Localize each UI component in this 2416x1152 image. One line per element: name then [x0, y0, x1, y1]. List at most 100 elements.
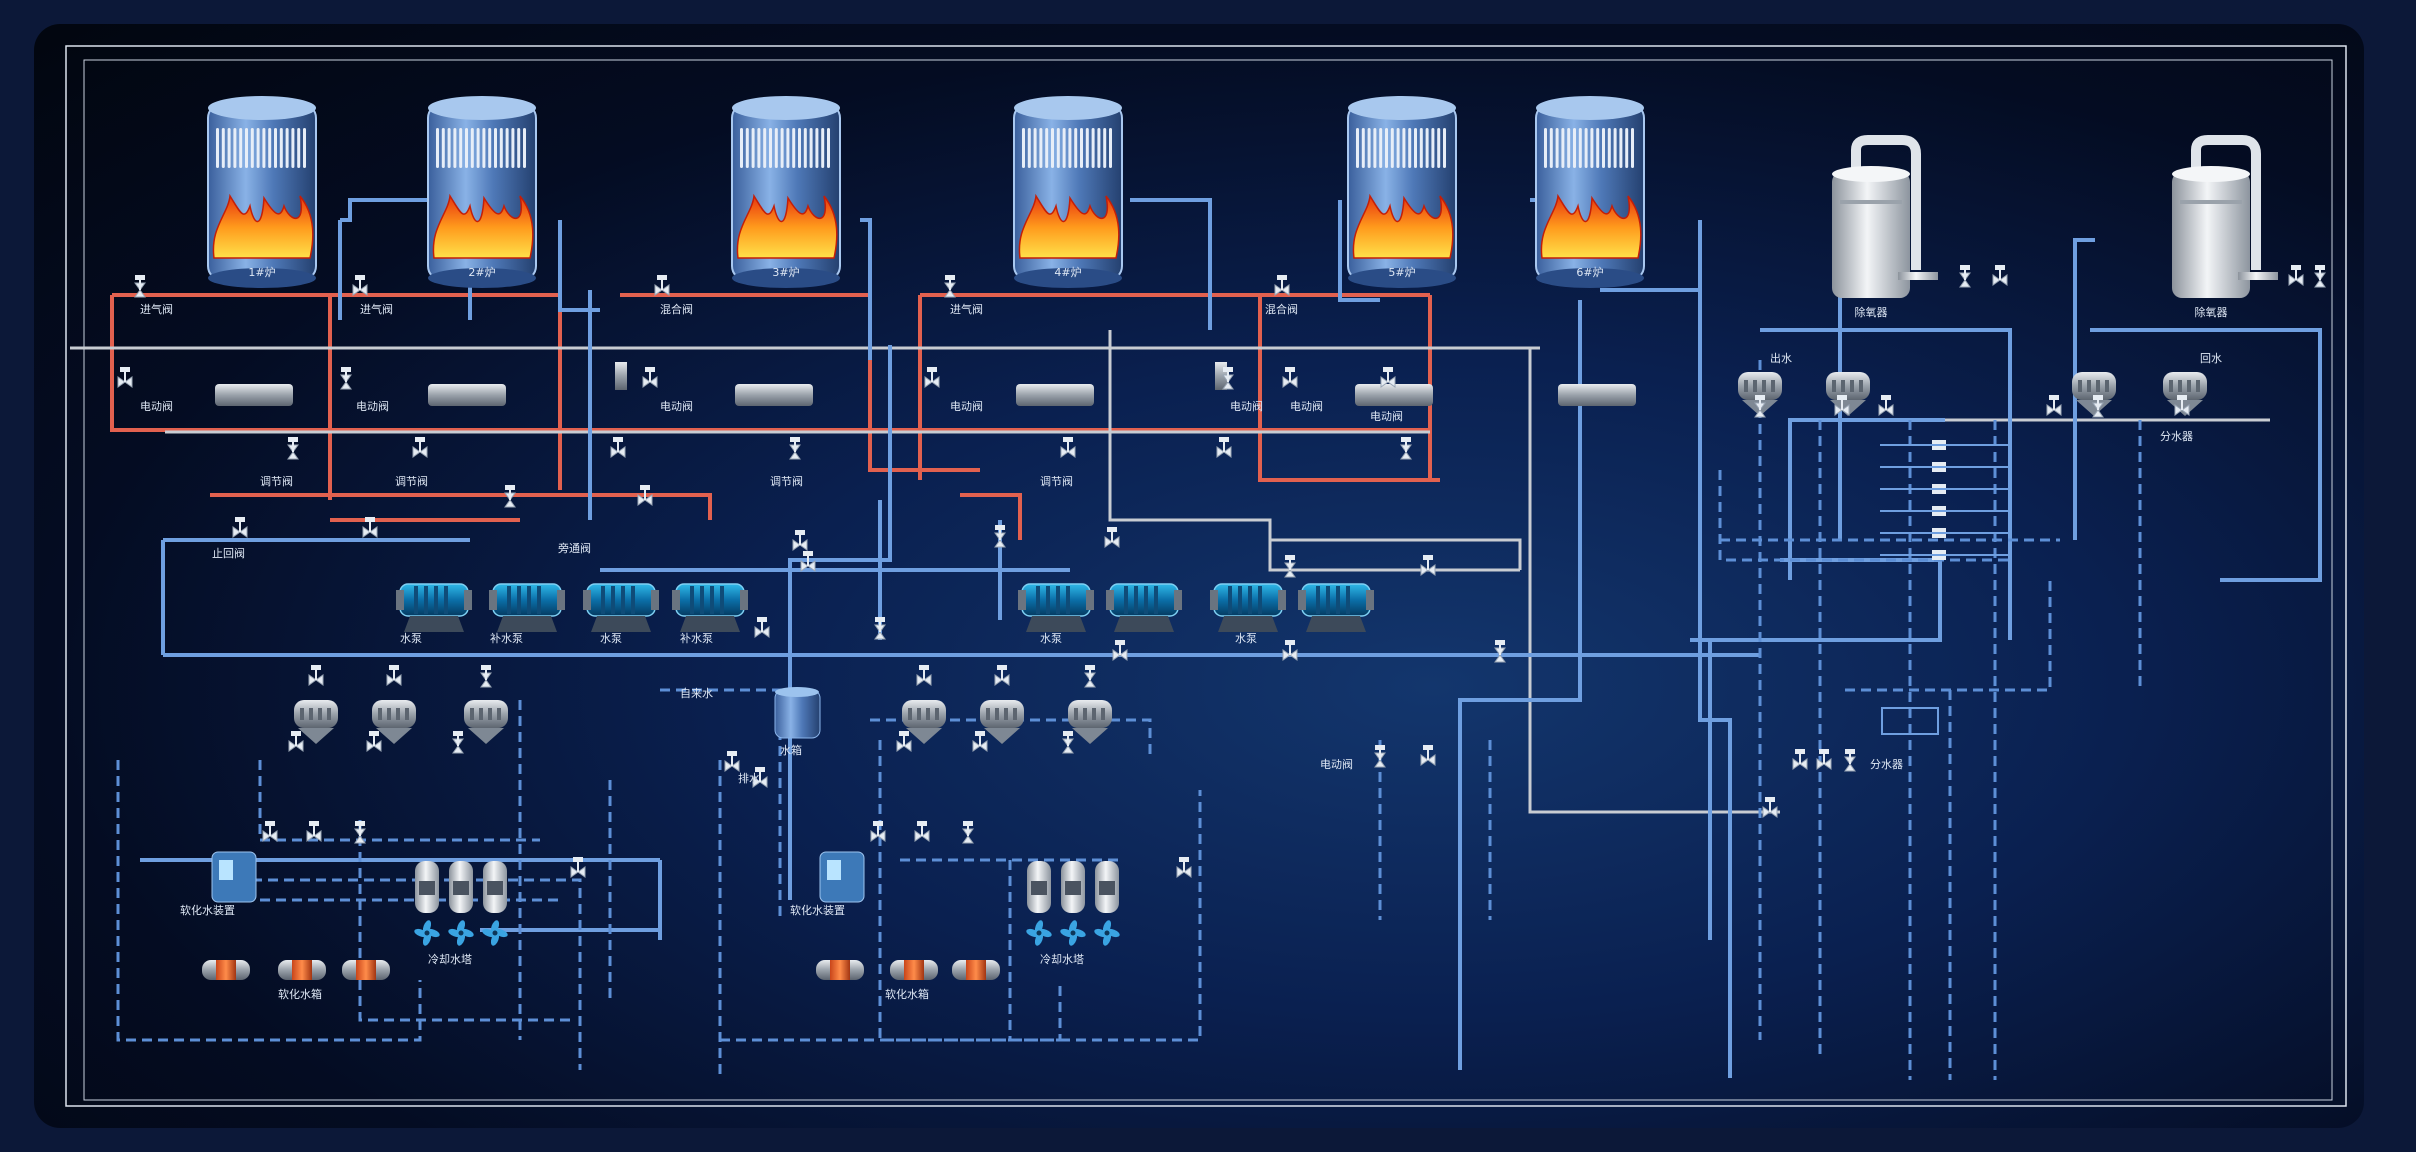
pump[interactable] [489, 583, 565, 632]
header-valve[interactable] [1880, 528, 2010, 538]
cooling-unit[interactable] [447, 861, 475, 947]
valve-icon[interactable] [2046, 395, 2062, 416]
softener-cabinet[interactable] [211, 851, 257, 903]
valve-icon[interactable] [1216, 437, 1232, 458]
pump[interactable] [1298, 583, 1374, 632]
valve-icon[interactable] [262, 821, 278, 842]
pump[interactable] [1106, 583, 1182, 632]
boiler[interactable]: 6#炉 [1535, 96, 1645, 288]
valve-icon[interactable] [232, 517, 248, 538]
valve-icon[interactable] [724, 751, 740, 772]
valve-icon[interactable] [792, 530, 808, 551]
valve-icon[interactable] [308, 665, 324, 686]
filter-tank[interactable] [464, 700, 508, 744]
cooling-unit[interactable] [1093, 861, 1121, 947]
valve-icon[interactable] [1878, 395, 1894, 416]
valve-icon[interactable] [480, 665, 492, 688]
boiler[interactable]: 5#炉 [1347, 96, 1457, 288]
valve-icon[interactable] [504, 485, 516, 508]
valve-icon[interactable] [1282, 367, 1298, 388]
valve-icon[interactable] [1959, 265, 1971, 288]
softened-water-tank[interactable] [952, 960, 1000, 980]
valve-icon[interactable] [870, 821, 886, 842]
softener-cabinet[interactable] [819, 851, 865, 903]
filter-tank[interactable] [902, 700, 946, 744]
pump[interactable] [672, 583, 748, 632]
cooling-unit[interactable] [413, 861, 441, 947]
valve-icon[interactable] [1274, 275, 1290, 296]
filter-tank[interactable] [372, 700, 416, 744]
header-valve[interactable] [1880, 462, 2010, 472]
valve-icon[interactable] [1844, 749, 1856, 772]
header-valve[interactable] [1880, 550, 2010, 560]
valve-icon[interactable] [924, 367, 940, 388]
valve-icon[interactable] [610, 437, 626, 458]
valve-icon[interactable] [1084, 665, 1096, 688]
pump[interactable] [1018, 583, 1094, 632]
header-valve[interactable] [1880, 484, 2010, 494]
boiler[interactable]: 4#炉 [1013, 96, 1123, 288]
softened-water-tank[interactable] [202, 960, 250, 980]
softened-water-tank[interactable] [890, 960, 938, 980]
valve-icon[interactable] [1420, 555, 1436, 576]
deaerator[interactable]: 除氧器 [1832, 135, 1938, 319]
valve-icon[interactable] [1374, 745, 1386, 768]
valve-icon[interactable] [916, 665, 932, 686]
valve-icon[interactable] [800, 551, 816, 572]
valve-icon[interactable] [134, 275, 146, 298]
valve-icon[interactable] [642, 367, 658, 388]
valve-icon[interactable] [1816, 749, 1832, 770]
softened-water-tank[interactable] [342, 960, 390, 980]
valve-icon[interactable] [752, 767, 768, 788]
header-valve[interactable] [1880, 440, 2010, 450]
valve-icon[interactable] [352, 275, 368, 296]
valve-icon[interactable] [637, 485, 653, 506]
filter-tank[interactable] [2072, 372, 2116, 416]
valve-icon[interactable] [288, 731, 304, 752]
valve-icon[interactable] [994, 665, 1010, 686]
valve-icon[interactable] [944, 275, 956, 298]
valve-icon[interactable] [874, 617, 886, 640]
valve-icon[interactable] [354, 821, 366, 844]
boiler[interactable]: 3#炉 [731, 96, 841, 288]
valve-icon[interactable] [754, 617, 770, 638]
valve-icon[interactable] [366, 731, 382, 752]
valve-icon[interactable] [117, 367, 133, 388]
valve-icon[interactable] [2174, 395, 2190, 416]
pump[interactable] [1210, 583, 1286, 632]
valve-icon[interactable] [1282, 640, 1298, 661]
valve-icon[interactable] [1176, 857, 1192, 878]
filter-tank[interactable] [980, 700, 1024, 744]
water-tank[interactable] [774, 687, 821, 739]
valve-icon[interactable] [896, 731, 912, 752]
valve-icon[interactable] [1062, 731, 1074, 754]
cooling-unit[interactable] [481, 861, 509, 947]
cooling-unit[interactable] [1025, 861, 1053, 947]
valve-icon[interactable] [570, 857, 586, 878]
valve-icon[interactable] [1792, 749, 1808, 770]
pump[interactable] [396, 583, 472, 632]
boiler[interactable]: 1#炉 [207, 96, 317, 288]
valve-icon[interactable] [1494, 640, 1506, 663]
deaerator[interactable]: 除氧器 [2172, 135, 2278, 319]
valve-icon[interactable] [386, 665, 402, 686]
valve-icon[interactable] [994, 525, 1006, 548]
valve-icon[interactable] [306, 821, 322, 842]
pump[interactable] [583, 583, 659, 632]
valve-icon[interactable] [1060, 437, 1076, 458]
valve-icon[interactable] [914, 821, 930, 842]
softened-water-tank[interactable] [816, 960, 864, 980]
valve-icon[interactable] [1992, 265, 2008, 286]
filter-tank[interactable] [294, 700, 338, 744]
valve-icon[interactable] [1284, 555, 1296, 578]
valve-icon[interactable] [789, 437, 801, 460]
valve-icon[interactable] [1112, 640, 1128, 661]
valve-icon[interactable] [287, 437, 299, 460]
valve-icon[interactable] [962, 821, 974, 844]
valve-icon[interactable] [654, 275, 670, 296]
valve-icon[interactable] [1754, 395, 1766, 418]
header-valve[interactable] [1880, 506, 2010, 516]
cooling-unit[interactable] [1059, 861, 1087, 947]
valve-icon[interactable] [1400, 437, 1412, 460]
boiler[interactable]: 2#炉 [427, 96, 537, 288]
